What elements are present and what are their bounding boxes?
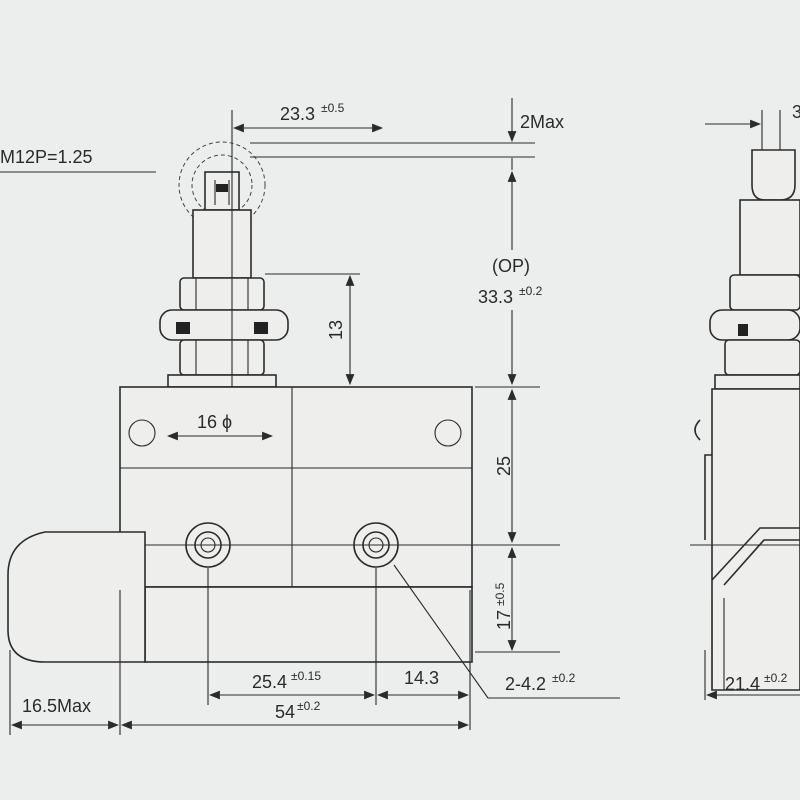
corner-hole-right bbox=[434, 419, 462, 447]
end-cap bbox=[7, 531, 146, 663]
front-view bbox=[7, 110, 560, 663]
side-view: 3 21.4±0.2 bbox=[690, 102, 800, 700]
roller-inner bbox=[191, 154, 253, 216]
plunger-tip bbox=[216, 184, 228, 192]
overtravel-label: 2Max bbox=[520, 112, 564, 132]
thread-label: M12P=1.25 bbox=[0, 147, 93, 167]
hex-nut-bottom bbox=[179, 339, 265, 376]
holes-label: 2-4.2±0.2 bbox=[505, 671, 576, 694]
housing-body bbox=[119, 386, 473, 588]
cap-length-label: 16.5Max bbox=[22, 696, 91, 716]
hex-nut-top bbox=[179, 277, 265, 311]
bushing-height-label: 13 bbox=[326, 320, 346, 340]
hole-pitch-label: 25.4±0.15 bbox=[252, 669, 321, 692]
edge-to-hole-label: 14.3 bbox=[404, 668, 439, 688]
lower-body bbox=[144, 586, 473, 663]
corner-hole-left bbox=[128, 419, 156, 447]
bushing bbox=[192, 209, 252, 279]
roller-outline bbox=[178, 141, 266, 229]
width-label: 54±0.2 bbox=[275, 699, 321, 722]
bushing-dia-label: 16 ϕ bbox=[197, 412, 232, 432]
side-width-label: 21.4±0.2 bbox=[725, 671, 788, 694]
roller-offset-label: 23.3±0.5 bbox=[280, 101, 345, 124]
side-top-dim-label: 3 bbox=[792, 102, 800, 122]
upper-height-label: 25 bbox=[494, 456, 514, 476]
op-label: (OP) bbox=[492, 256, 530, 276]
op-height-label: 33.3±0.2 bbox=[478, 284, 543, 307]
lower-height-label: 17±0.5 bbox=[493, 582, 514, 630]
